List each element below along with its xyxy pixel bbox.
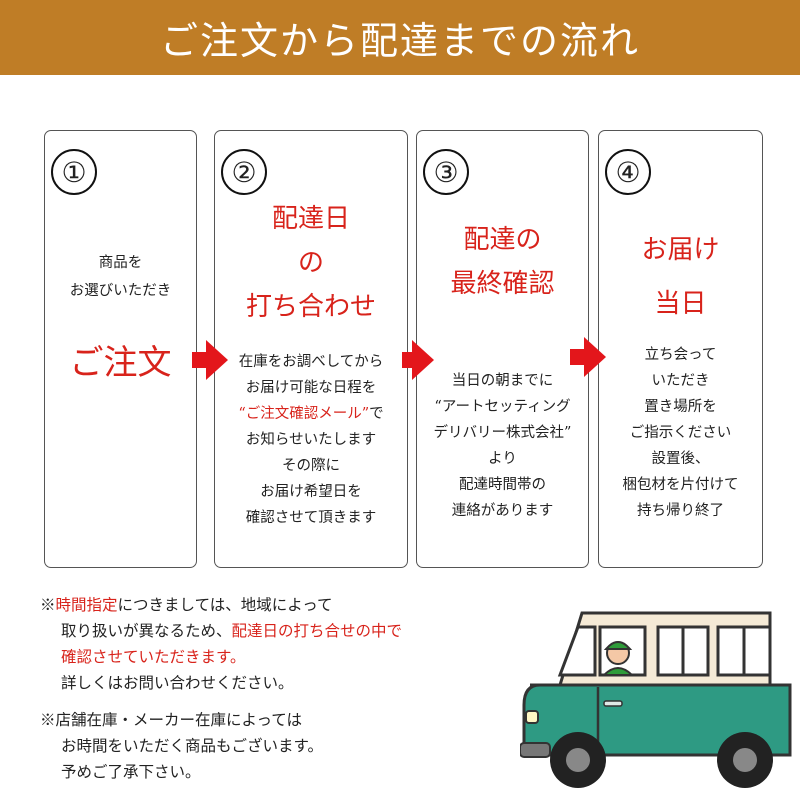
step2-body-text: で bbox=[369, 406, 384, 422]
step3-body-line: より bbox=[488, 451, 517, 467]
header-banner: ご注文から配達までの流れ bbox=[0, 0, 800, 75]
step1-body-line: 商品を bbox=[98, 255, 143, 271]
step4-body-b: 設置後、 梱包材を片付けて 持ち帰り終了 bbox=[599, 446, 762, 524]
note-text: 詳しくはお問い合わせください。 bbox=[61, 674, 294, 692]
step4-body-a: 立ち会って いただき 置き場所を ご指示ください bbox=[599, 342, 762, 446]
step2-body-line: 在庫をお調べしてから bbox=[238, 354, 384, 370]
confirmation-mail-label: “ご注文確認メール” bbox=[238, 406, 370, 422]
step2-heading-line: の bbox=[297, 248, 324, 278]
step2-body-line: その際に bbox=[282, 458, 340, 474]
time-designation-label: 時間指定 bbox=[55, 596, 118, 614]
step2-body-line: お届け可能な日程を bbox=[245, 380, 377, 396]
step4-body-line: 梱包材を片付けて bbox=[622, 477, 739, 493]
note-text: お時間をいただく商品もございます。 bbox=[61, 737, 323, 755]
note-highlight: 配達日の打ち合せの中で bbox=[231, 622, 403, 640]
step4-heading: お届け 当日 bbox=[599, 223, 762, 331]
step4-heading-line: お届け bbox=[641, 235, 720, 265]
step-number-4: ④ bbox=[605, 149, 651, 195]
step4-body-line: 設置後、 bbox=[651, 451, 710, 467]
note-mark: ※ bbox=[40, 596, 56, 614]
step4-heading-line: 当日 bbox=[654, 289, 707, 319]
step1-body-line: お選びいただき bbox=[69, 283, 172, 299]
step4-body-line: 立ち会って bbox=[644, 347, 717, 363]
step-card-4: ④ お届け 当日 立ち会って いただき 置き場所を ご指示ください 設置後、 梱… bbox=[598, 130, 763, 568]
step3-body-line: デリバリー株式会社” bbox=[433, 425, 572, 441]
step3-body-line: “アートセッティング bbox=[434, 399, 571, 415]
page-title: ご注文から配達までの流れ bbox=[159, 19, 640, 63]
step4-body-line: いただき bbox=[651, 373, 710, 389]
step2-body-line: “ご注文確認メール”で bbox=[215, 401, 407, 427]
step4-body-line: 持ち帰り終了 bbox=[637, 503, 724, 519]
step2-body: 在庫をお調べしてから お届け可能な日程を “ご注文確認メール”で お知らせいたし… bbox=[215, 349, 407, 531]
step3-body: 当日の朝までに “アートセッティング デリバリー株式会社” より 配達時間帯の … bbox=[417, 368, 588, 524]
step3-heading-line: 最終確認 bbox=[450, 269, 555, 299]
note-text: 取り扱いが異なるため、 bbox=[61, 622, 232, 640]
step-number-3: ③ bbox=[423, 149, 469, 195]
note-highlight: 確認させていただきます。 bbox=[61, 648, 246, 666]
step3-body-line: 連絡があります bbox=[451, 503, 554, 519]
note-stock: ※店舗在庫・メーカー在庫によっては お時間をいただく商品もございます。 予めご了… bbox=[40, 707, 323, 785]
step3-body-line: 当日の朝までに bbox=[451, 373, 554, 389]
step2-heading-line: 配達日 bbox=[271, 204, 350, 234]
step1-body: 商品を お選びいただき bbox=[45, 249, 196, 305]
step1-heading: ご注文 bbox=[69, 343, 172, 383]
step-number-2: ② bbox=[221, 149, 267, 195]
step-number-1: ① bbox=[51, 149, 97, 195]
step3-body-line: 配達時間帯の bbox=[459, 477, 546, 493]
step2-body-line: お届け希望日を bbox=[260, 484, 362, 500]
step3-heading: 配達の 最終確認 bbox=[417, 218, 588, 306]
note-text: 予めご了承下さい。 bbox=[61, 763, 201, 781]
note-text: につきましては、地域によって bbox=[117, 596, 333, 614]
step-card-1: ① 商品を お選びいただき ご注文 bbox=[44, 130, 197, 568]
step4-body-line: 置き場所を bbox=[644, 399, 717, 415]
step2-heading: 配達日 の 打ち合わせ bbox=[215, 197, 407, 329]
note-time-designation: ※時間指定につきましては、地域によって 取り扱いが異なるため、配達日の打ち合せの… bbox=[40, 592, 402, 696]
step2-body-line: 確認させて頂きます bbox=[245, 510, 377, 526]
step2-heading-line: 打ち合わせ bbox=[245, 292, 376, 322]
delivery-truck-illustration bbox=[519, 605, 800, 804]
step2-body-line: お知らせいたします bbox=[245, 432, 377, 448]
step4-body-line: ご指示ください bbox=[629, 425, 732, 441]
step-card-3: ③ 配達の 最終確認 当日の朝までに “アートセッティング デリバリー株式会社”… bbox=[416, 130, 589, 568]
step3-heading-line: 配達の bbox=[463, 225, 542, 255]
note-text: ※店舗在庫・メーカー在庫によっては bbox=[40, 711, 302, 729]
step-card-2: ② 配達日 の 打ち合わせ 在庫をお調べしてから お届け可能な日程を “ご注文確… bbox=[214, 130, 408, 568]
